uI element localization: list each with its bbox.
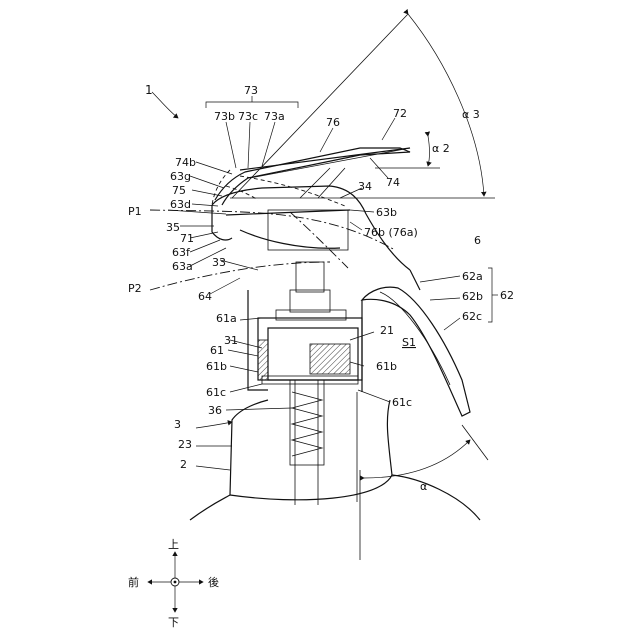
compass-front: 前 [128, 575, 139, 589]
label-P1: P1 [128, 205, 142, 218]
label-23: 23 [178, 438, 192, 451]
compass-down: 下 [168, 616, 179, 629]
label-73a: 73a [264, 110, 285, 123]
label-62a: 62a [462, 270, 483, 283]
label-36: 36 [208, 404, 222, 417]
compass-up: 上 [168, 538, 179, 551]
label-62b: 62b [462, 290, 483, 303]
label-35: 35 [166, 221, 180, 234]
label-73: 73 [244, 84, 258, 97]
label-31: 31 [224, 334, 238, 347]
bottle-body [190, 380, 480, 520]
label-74: 74 [386, 176, 400, 189]
label-alpha2: α 2 [432, 142, 450, 155]
label-2: 2 [180, 458, 187, 471]
label-61c-left: 61c [206, 386, 226, 399]
brace-62 [488, 268, 498, 322]
cylinder-assembly [248, 262, 362, 392]
label-73b: 73b [214, 110, 235, 123]
label-61: 61 [210, 344, 224, 357]
label-63a: 63a [172, 260, 193, 273]
label-61c-right: 61c [392, 396, 412, 409]
label-S1: S1 [402, 336, 416, 349]
angle-guides [230, 14, 495, 560]
label-1: 1 [145, 83, 153, 97]
label-63g: 63g [170, 170, 191, 183]
label-73c: 73c [238, 110, 258, 123]
label-72: 72 [393, 107, 407, 120]
label-alpha: α [420, 480, 427, 493]
label-76: 76 [326, 116, 340, 129]
compass-back: 後 [208, 575, 219, 589]
label-63d: 63d [170, 198, 191, 211]
label-64: 64 [198, 290, 212, 303]
label-71: 71 [180, 232, 194, 245]
label-3: 3 [174, 418, 181, 431]
label-6: 6 [474, 234, 481, 247]
label-61b-left: 61b [206, 360, 227, 373]
label-74b: 74b [175, 156, 196, 169]
label-62c: 62c [462, 310, 482, 323]
label-63b: 63b [376, 206, 397, 219]
upper-cover [212, 148, 410, 206]
label-76b: 76b (76a) [364, 226, 418, 239]
angle-arcs [364, 14, 484, 478]
brace-73 [206, 96, 298, 108]
label-63f: 63f [172, 246, 191, 259]
leader-lines [152, 92, 460, 470]
trigger-lever [362, 287, 470, 416]
label-33: 33 [212, 256, 226, 269]
label-61a: 61a [216, 312, 237, 325]
label-75: 75 [172, 184, 186, 197]
label-alpha3: α 3 [462, 108, 480, 121]
label-62: 62 [500, 289, 514, 302]
label-P2: P2 [128, 282, 142, 295]
label-21: 21 [380, 324, 394, 337]
direction-compass: 上 下 前 後 [128, 538, 219, 629]
label-61b-right: 61b [376, 360, 397, 373]
label-34: 34 [358, 180, 372, 193]
